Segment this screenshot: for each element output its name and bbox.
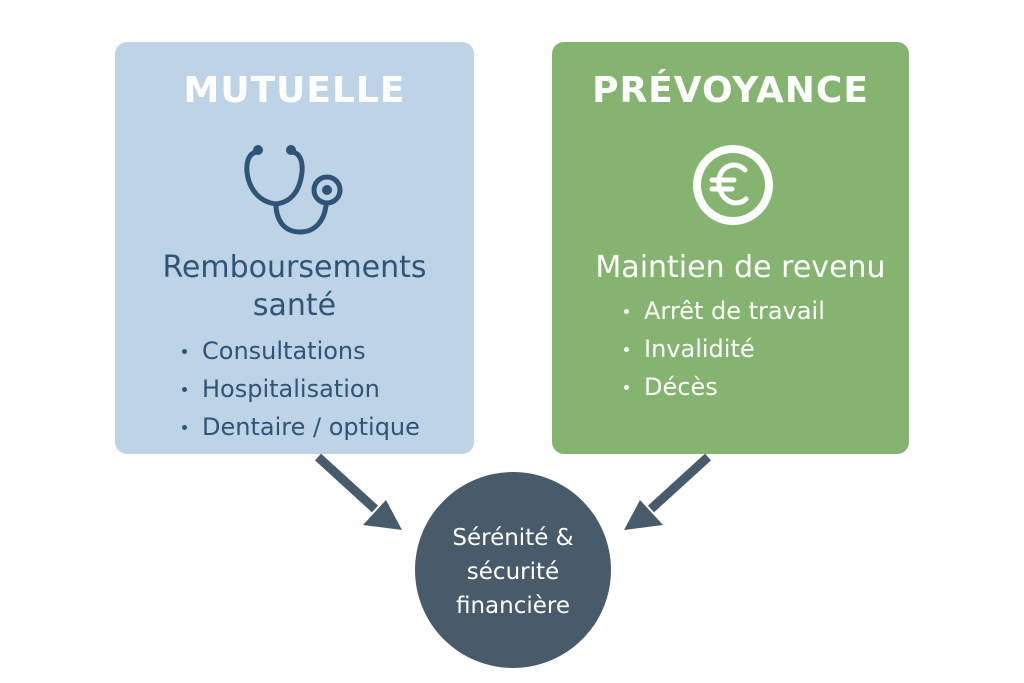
list-item: Dentaire / optique <box>180 408 420 446</box>
arrow-right <box>624 453 712 530</box>
prevoyance-list: Arrêt de travail Invalidité Décès <box>622 292 825 406</box>
list-item: Invalidité <box>622 330 825 368</box>
stethoscope-icon <box>242 140 346 238</box>
prevoyance-title: PRÉVOYANCE <box>592 70 869 111</box>
list-item: Consultations <box>180 332 420 370</box>
prevoyance-card: PRÉVOYANCE Maintien de revenu Arrêt de t… <box>552 42 909 454</box>
arrow-left <box>314 453 402 530</box>
mutuelle-card: MUTUELLE Remboursements santé Consultati… <box>115 42 474 454</box>
list-item: Arrêt de travail <box>622 292 825 330</box>
list-item: Hospitalisation <box>180 370 420 408</box>
list-item: Décès <box>622 368 825 406</box>
mutuelle-list: Consultations Hospitalisation Dentaire /… <box>180 332 420 446</box>
result-circle: Sérénité & sécurité financière <box>415 472 611 668</box>
mutuelle-title: MUTUELLE <box>183 70 406 111</box>
mutuelle-subtitle: Remboursements santé <box>162 250 427 323</box>
prevoyance-subtitle: Maintien de revenu <box>595 250 886 285</box>
euro-coin-icon <box>690 142 776 228</box>
result-label: Sérénité & sécurité financière <box>452 525 574 619</box>
